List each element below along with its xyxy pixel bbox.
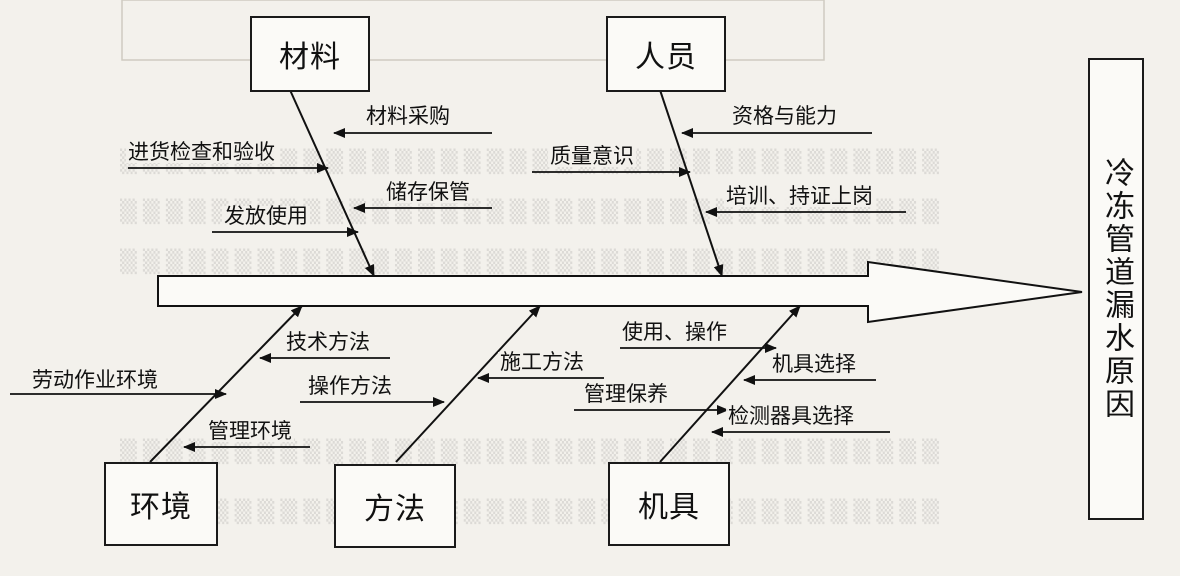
bone-material: [289, 89, 375, 277]
bone-environment: [149, 305, 303, 463]
cause-label: 资格与能力: [730, 104, 839, 128]
cause-label: 质量意识: [548, 144, 636, 168]
cause-label: 检测器具选择: [726, 404, 856, 428]
cause-label: 使用、操作: [620, 320, 729, 344]
effect-box: 冷冻管道漏水原因: [1088, 58, 1144, 520]
cause-label: 技术方法: [284, 330, 372, 354]
bone-method: [395, 305, 541, 463]
category-environment-box: 环境: [104, 462, 218, 546]
bone-equipment: [659, 305, 801, 463]
cause-label: 管理环境: [206, 419, 294, 443]
cause-label: 操作方法: [306, 374, 394, 398]
cause-label: 发放使用: [222, 204, 310, 228]
background-text-texture: ▒▒▒▒▒▒▒▒▒▒▒▒▒▒▒▒▒▒▒▒▒▒▒▒▒▒▒▒▒▒▒▒▒▒▒▒: [120, 440, 946, 465]
cause-label: 管理保养: [582, 382, 670, 406]
background-text-texture: ▒▒▒▒▒▒▒▒▒▒▒▒▒▒▒▒▒▒▒▒▒▒▒▒▒▒▒▒▒▒▒▒▒▒▒▒: [120, 500, 946, 525]
cause-label: 劳动作业环境: [30, 368, 160, 392]
cause-label: 机具选择: [770, 352, 858, 376]
cause-label: 培训、持证上岗: [724, 184, 875, 208]
cause-label: 进货检查和验收: [126, 140, 277, 164]
cause-label: 施工方法: [498, 350, 586, 374]
background-frame: [121, 0, 825, 61]
bone-personnel: [659, 89, 724, 277]
category-material-box: 材料: [250, 16, 370, 92]
background-text-texture: ▒▒▒▒▒▒▒▒▒▒▒▒▒▒▒▒▒▒▒▒▒▒▒▒▒▒▒▒▒▒▒▒▒▒▒▒: [120, 250, 946, 275]
cause-label: 材料采购: [364, 104, 452, 128]
category-equipment-box: 机具: [608, 462, 730, 546]
cause-label: 储存保管: [384, 180, 472, 204]
spine-arrow: [157, 260, 1083, 324]
category-personnel-box: 人员: [606, 16, 726, 92]
category-method-box: 方法: [334, 464, 456, 548]
